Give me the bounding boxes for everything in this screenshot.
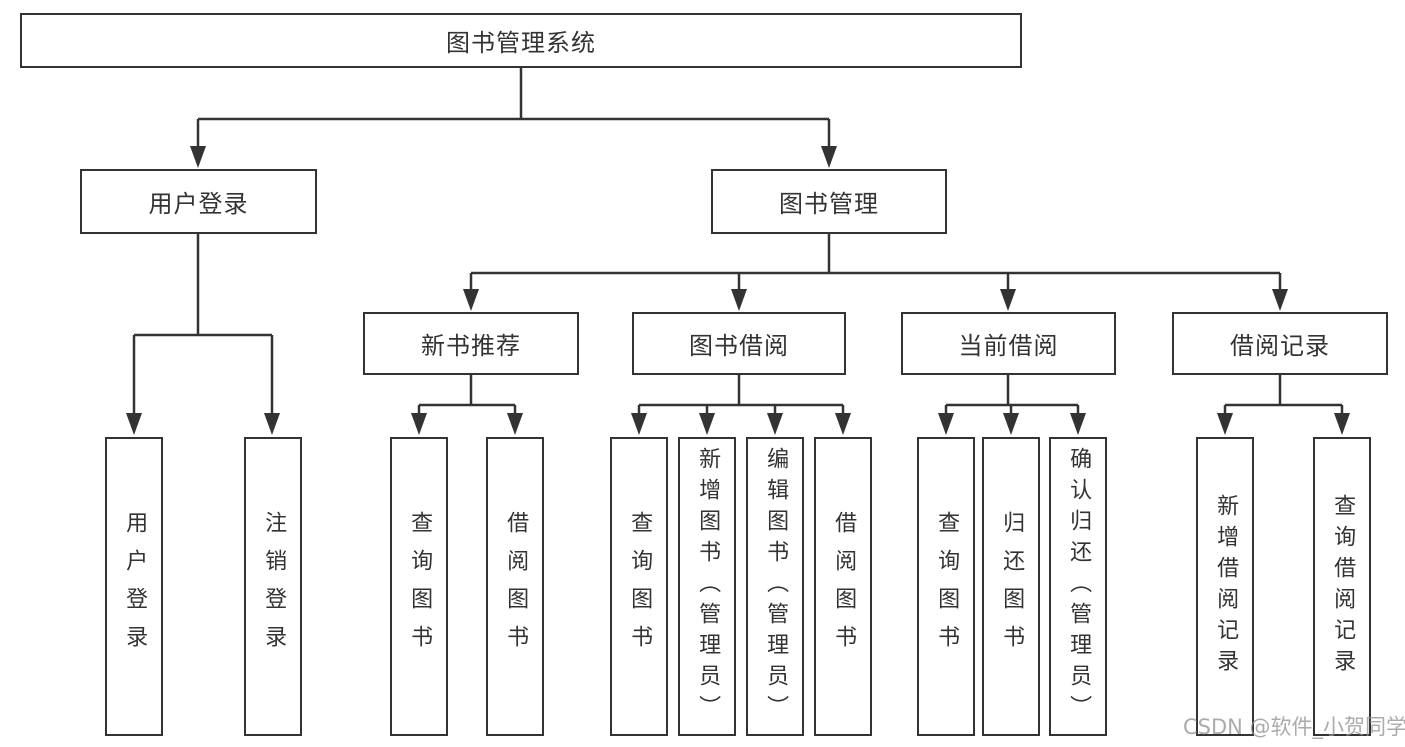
arrow-icon	[731, 289, 747, 311]
node-book-borrow: 图书借阅	[632, 312, 846, 375]
arrow-icon	[631, 413, 647, 435]
arrow-icon	[1000, 289, 1016, 311]
connector-book-borrow	[637, 375, 845, 418]
leaf-edit-books-admin: 编辑图书（管理员）	[746, 437, 804, 736]
leaf-label: 编辑图书（管理员）	[763, 447, 789, 726]
node-user-login: 用户登录	[80, 169, 317, 234]
leaf-label: 借阅图书	[503, 510, 529, 663]
arrow-icon	[126, 413, 142, 435]
arrow-icon	[190, 146, 206, 168]
leaf-borrow-books-1: 借阅图书	[486, 437, 544, 736]
connector-current-borrow	[944, 375, 1080, 418]
leaf-user-login: 用户登录	[105, 437, 163, 736]
node-book-mgmt: 图书管理	[711, 169, 947, 234]
leaf-label: 新增图书（管理员）	[695, 447, 721, 726]
arrow-icon	[767, 413, 783, 435]
connector-root	[196, 68, 831, 150]
leaf-label: 确认归还（管理员）	[1066, 447, 1092, 726]
node-current-borrow: 当前借阅	[901, 312, 1116, 375]
leaf-label: 新增借阅记录	[1213, 493, 1239, 680]
arrow-icon	[699, 413, 715, 435]
node-new-books-label: 新书推荐	[421, 332, 521, 360]
leaf-label: 借阅图书	[831, 510, 857, 663]
connector-new-books	[417, 375, 517, 418]
leaf-return-books: 归还图书	[982, 437, 1040, 736]
arrow-icon	[938, 413, 954, 435]
connector-user-login	[132, 234, 274, 418]
arrow-icon	[835, 413, 851, 435]
arrow-icon	[1217, 413, 1233, 435]
node-current-borrow-label: 当前借阅	[958, 332, 1059, 360]
leaf-label: 查询图书	[934, 510, 960, 663]
arrow-icon	[507, 413, 523, 435]
leaf-query-books-3: 查询图书	[917, 437, 975, 736]
leaf-query-borrow-record: 查询借阅记录	[1313, 437, 1371, 736]
leaf-confirm-return-admin: 确认归还（管理员）	[1049, 437, 1107, 736]
connector-book-mgmt	[469, 234, 1282, 293]
arrow-icon	[821, 146, 837, 168]
arrow-icon	[1272, 289, 1288, 311]
leaf-label: 查询图书	[407, 510, 433, 663]
arrow-icon	[1003, 413, 1019, 435]
leaf-label: 用户登录	[122, 510, 148, 663]
arrow-icon	[264, 413, 280, 435]
node-book-borrow-label: 图书借阅	[689, 332, 789, 360]
arrow-icon	[463, 289, 479, 311]
leaf-logout: 注销登录	[244, 437, 302, 736]
node-root-label: 图书管理系统	[446, 29, 596, 57]
leaf-label: 注销登录	[261, 510, 287, 663]
node-borrow-records: 借阅记录	[1172, 312, 1388, 375]
leaf-add-books-admin: 新增图书（管理员）	[678, 437, 736, 736]
node-book-mgmt-label: 图书管理	[779, 190, 879, 218]
leaf-label: 归还图书	[999, 510, 1025, 663]
arrow-icon	[411, 413, 427, 435]
leaf-query-books-1: 查询图书	[390, 437, 448, 736]
connector-borrow-records	[1223, 375, 1344, 418]
leaf-label: 查询图书	[627, 510, 653, 663]
arrow-icon	[1070, 413, 1086, 435]
leaf-borrow-books-2: 借阅图书	[814, 437, 872, 736]
leaf-label: 查询借阅记录	[1330, 493, 1356, 680]
node-root: 图书管理系统	[20, 13, 1022, 68]
arrow-icon	[1334, 413, 1350, 435]
watermark: CSDN @软件_小贺同学	[1183, 715, 1405, 739]
node-user-login-label: 用户登录	[148, 190, 249, 218]
node-borrow-records-label: 借阅记录	[1230, 332, 1330, 360]
arrowheads	[126, 146, 1350, 435]
leaf-add-borrow-record: 新增借阅记录	[1196, 437, 1254, 736]
node-new-books: 新书推荐	[363, 312, 579, 375]
leaf-query-books-2: 查询图书	[610, 437, 668, 736]
